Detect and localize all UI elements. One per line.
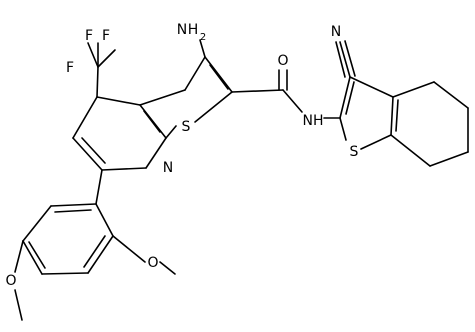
nitrile-nitrogen: N: [331, 24, 341, 40]
atom-labels: F F F N H 2 O NH N S N S O O: [5, 22, 358, 289]
amino-subscript: 2: [200, 32, 206, 43]
fluorine-atom-2: F: [102, 28, 110, 44]
carbonyl-oxygen: O: [277, 53, 288, 69]
pyridine-nitrogen: N: [163, 160, 173, 176]
ortho-methoxy-oxygen: O: [147, 255, 158, 271]
amide-nh-group: NH: [303, 113, 324, 129]
thiophene-sulfur-2: S: [350, 144, 359, 160]
para-methoxy-oxygen: O: [5, 273, 16, 289]
amino-n-atom: N: [177, 22, 187, 38]
thiophene-sulfur-1: S: [182, 119, 191, 135]
bond-lines: [14, 39, 469, 321]
amino-h-atom: H: [188, 22, 199, 38]
fluorine-atom-3: F: [66, 60, 74, 76]
fluorine-atom-1: F: [85, 28, 93, 44]
